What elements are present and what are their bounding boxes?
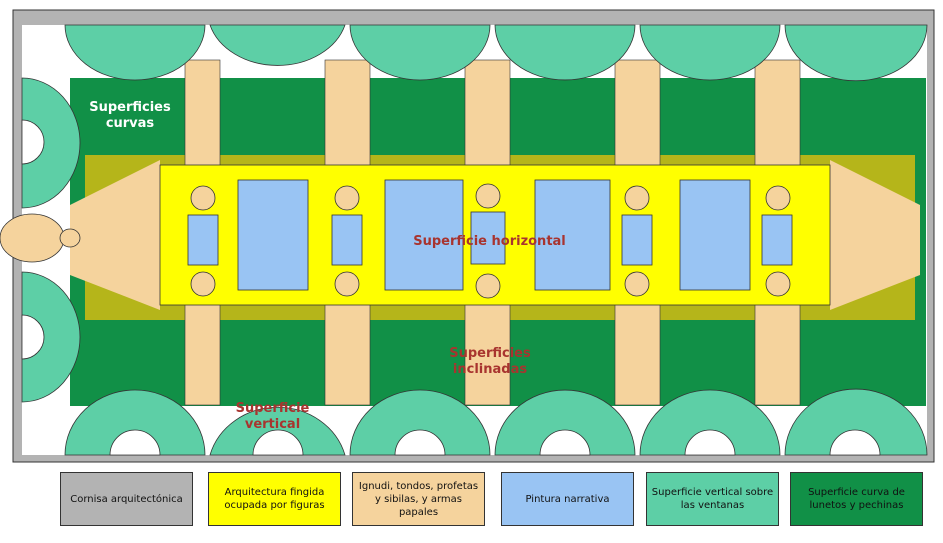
- legend: Cornisa arquitectónica Arquitectura fingi…: [60, 472, 930, 530]
- label-horizontal: Superficie horizontal: [413, 234, 566, 249]
- entrance-oval-small: [59, 228, 81, 248]
- entrance-oval: [0, 213, 65, 263]
- legend-item: Pintura narrativa: [501, 472, 634, 526]
- label-curvas: Superficies curvas: [89, 100, 171, 131]
- legend-item: Cornisa arquitectónica: [60, 472, 193, 526]
- ceiling-diagram: [0, 9, 935, 463]
- lunettes-bottom: [64, 388, 928, 456]
- windows-bottom: [109, 429, 881, 456]
- label-vertical: Superficie vertical: [235, 401, 310, 432]
- right-spandrel: [830, 160, 920, 310]
- lunettes-top: [64, 24, 928, 82]
- tondos: [190, 183, 791, 299]
- legend-item: Arquitectura fingida ocupada por figuras: [208, 472, 341, 526]
- legend-item: Ignudi, tondos, profetas y sibilas, y ar…: [352, 472, 485, 526]
- legend-item: Superficie curva de lunetos y pechinas: [790, 472, 923, 526]
- narrative-panels: [187, 179, 793, 291]
- lunettes-left: [21, 77, 81, 403]
- windows-left: [21, 119, 45, 360]
- left-spandrel: [70, 160, 160, 310]
- label-inclinadas: Superficies inclinadas: [449, 346, 531, 377]
- legend-item: Superficie vertical sobre las ventanas: [646, 472, 779, 526]
